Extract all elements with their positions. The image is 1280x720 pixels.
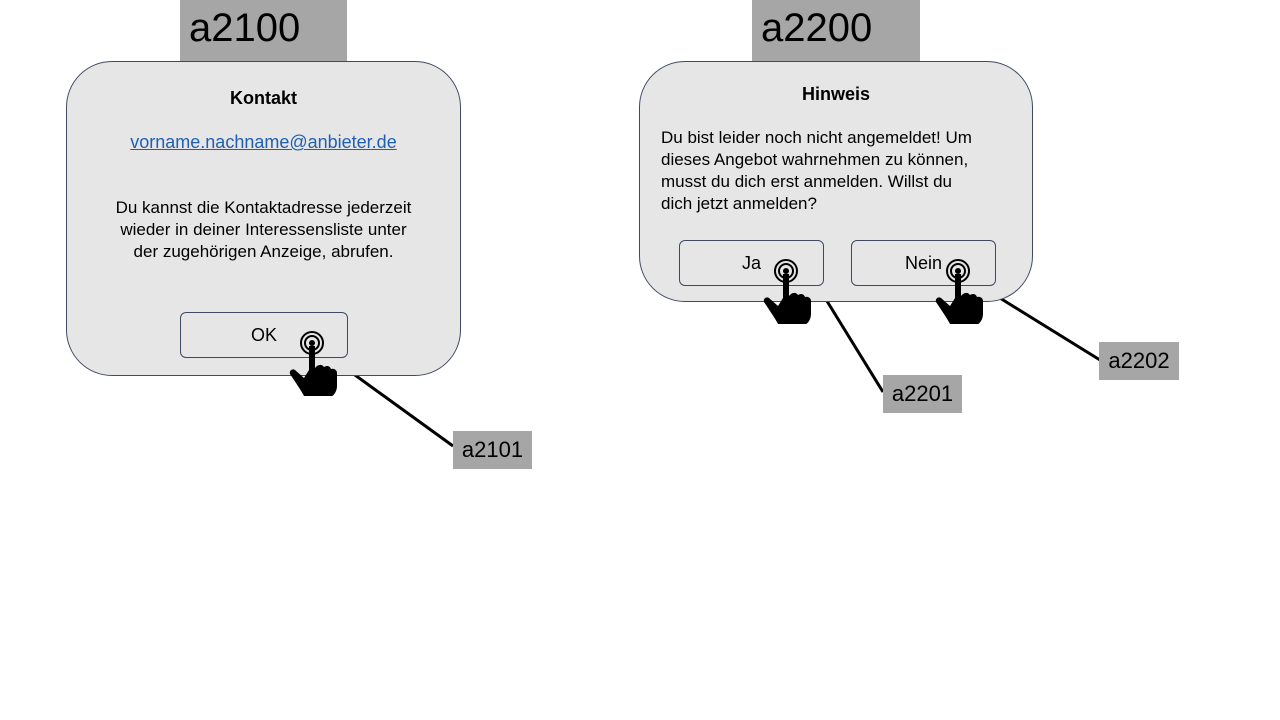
email-link[interactable]: vorname.nachname@anbieter.de [130,132,397,152]
dialog-title: Hinweis [801,84,871,104]
tap-hand-icon [289,331,337,396]
leader-line-a2101 [347,368,454,448]
contact-dialog: Kontakt vorname.nachname@anbieter.de Du … [66,61,461,376]
callout-label-a2201: a2201 [883,375,962,413]
message-line: Du bist leider noch nicht angemeldet! Um [661,128,972,147]
login-hint-dialog: Hinweis Du bist leider noch nicht angeme… [639,61,1033,302]
message-line: Du kannst die Kontaktadresse jederzeit [115,198,412,217]
dialog-title: Kontakt [230,88,297,108]
message-line: dieses Angebot wahrnehmen zu können, [661,150,969,169]
screen-id-label-a2100: a2100 [180,0,347,62]
message-line: wieder in deiner Interessensliste unter [120,220,407,239]
message-line: dich jetzt anmelden? [661,194,817,213]
dialog-message: Du kannst die Kontaktadresse jederzeit w… [67,197,460,263]
tap-hand-icon [763,259,811,324]
message-line: musst du dich erst anmelden. Willst du [661,172,953,191]
callout-label-a2202: a2202 [1099,342,1179,380]
leader-line-a2202 [994,293,1101,362]
message-line: der zugehörigen Anzeige, abrufen. [133,242,394,261]
leader-line-a2201 [820,292,885,393]
no-button[interactable]: Nein [851,240,996,286]
screen-id-label-a2200: a2200 [752,0,920,62]
dialog-message: Du bist leider noch nicht angemeldet! Um… [661,127,1014,215]
yes-button[interactable]: Ja [679,240,824,286]
callout-label-a2101: a2101 [453,431,532,469]
tap-hand-icon [935,259,983,324]
